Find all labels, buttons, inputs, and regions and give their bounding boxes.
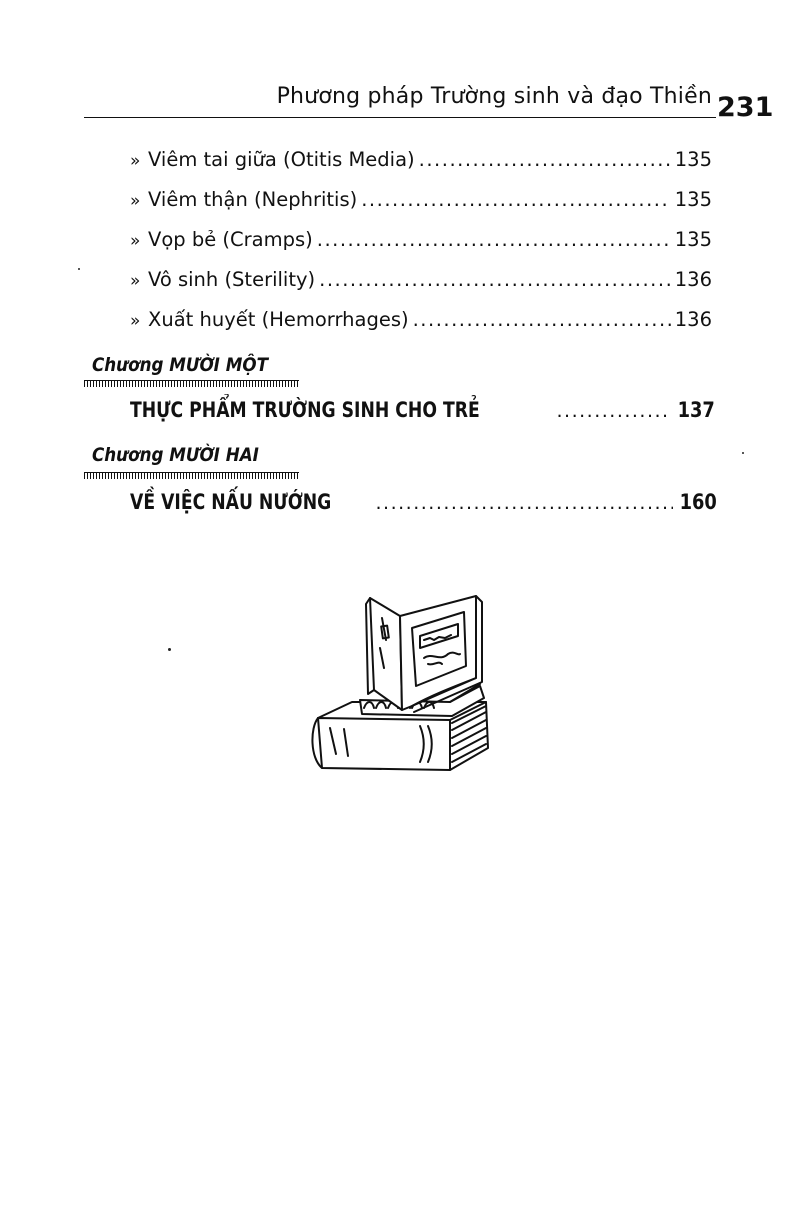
toc-entry: » Xuất huyết (Hemorrhages) 136 xyxy=(130,308,712,338)
running-header-title: Phương pháp Trường sinh và đạo Thiền xyxy=(276,84,712,109)
chapter-entry-page: 137 xyxy=(677,398,715,422)
chapter-entry-page: 160 xyxy=(679,490,717,514)
toc-entry-page: 135 xyxy=(674,188,712,211)
page-number: 231 xyxy=(717,92,774,123)
bullet: » xyxy=(130,231,141,251)
chapter-heading: Chương MƯỜI HAI xyxy=(92,444,259,466)
chapter-entry-title: VỀ VIỆC NẤU NƯỚNG xyxy=(130,490,332,514)
toc-entry-page: 135 xyxy=(674,148,712,171)
toc-entry: » Vô sinh (Sterility) 136 xyxy=(130,268,712,298)
dot-leader xyxy=(376,492,674,514)
dot-leader xyxy=(557,400,672,422)
bullet: » xyxy=(130,151,141,171)
toc-entry-label: Viêm tai giữa (Otitis Media) xyxy=(148,148,415,171)
print-speck xyxy=(78,268,80,270)
toc-entry-label: Viêm thận (Nephritis) xyxy=(148,188,358,211)
header-rule xyxy=(84,117,716,118)
toc-entry: » Viêm tai giữa (Otitis Media) 135 xyxy=(130,148,712,178)
dot-leader xyxy=(361,188,671,211)
toc-entry-label: Vọp bẻ (Cramps) xyxy=(148,228,313,251)
bullet: » xyxy=(130,191,141,211)
chapter-heading-underline xyxy=(84,472,299,479)
chapter-heading: Chương MƯỜI MỘT xyxy=(92,354,268,376)
toc-entry: » Viêm thận (Nephritis) 135 xyxy=(130,188,712,218)
print-speck xyxy=(168,648,171,651)
chapter-entry: THỰC PHẨM TRƯỜNG SINH CHO TRẺ 137 xyxy=(130,398,715,428)
chapter-entry-title: THỰC PHẨM TRƯỜNG SINH CHO TRẺ xyxy=(130,398,480,422)
dot-leader xyxy=(317,228,671,251)
toc-entry: » Vọp bẻ (Cramps) 135 xyxy=(130,228,712,258)
bullet: » xyxy=(130,271,141,291)
toc-entry-page: 135 xyxy=(674,228,712,251)
dot-leader xyxy=(413,308,671,331)
toc-entry-page: 136 xyxy=(674,268,712,291)
print-speck xyxy=(742,452,744,454)
stacked-books-icon xyxy=(311,595,489,771)
bullet: » xyxy=(130,311,141,331)
dot-leader xyxy=(419,148,671,171)
toc-entry-label: Vô sinh (Sterility) xyxy=(148,268,316,291)
chapter-entry: VỀ VIỆC NẤU NƯỚNG 160 xyxy=(130,490,717,520)
dot-leader xyxy=(319,268,671,291)
chapter-heading-underline xyxy=(84,380,299,387)
toc-entry-page: 136 xyxy=(674,308,712,331)
toc-entry-label: Xuất huyết (Hemorrhages) xyxy=(148,308,409,331)
